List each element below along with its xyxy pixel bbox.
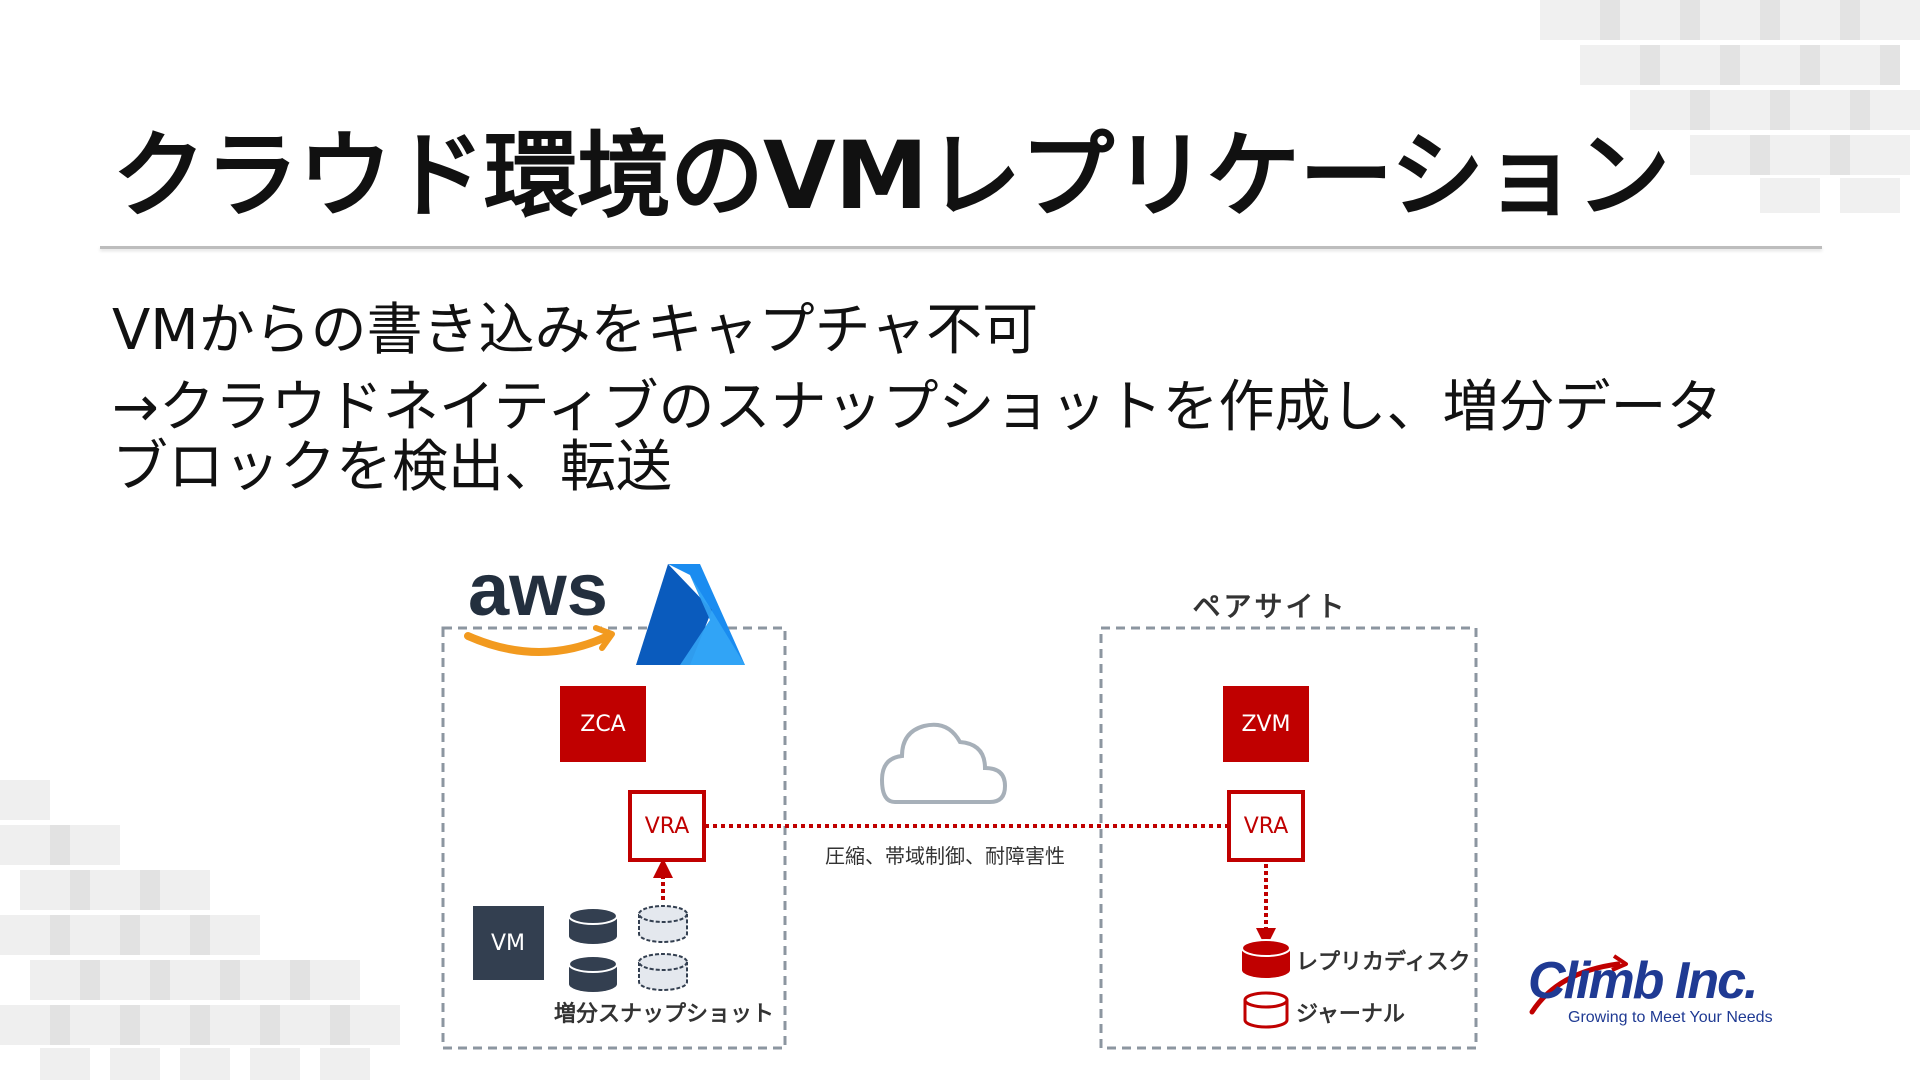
zvm-box xyxy=(1223,686,1309,762)
vm-disk-icon xyxy=(568,907,618,944)
zca-box xyxy=(560,686,646,762)
snapshot-disk-icon xyxy=(638,905,688,943)
body-line-2: →クラウドネイティブのスナップショットを作成し、増分データ xyxy=(112,375,1723,440)
climb-logo-tagline: Growing to Meet Your Needs xyxy=(1568,1009,1773,1026)
replica-disk-icon xyxy=(1241,939,1291,978)
vm-box xyxy=(473,906,544,980)
vra-right-label: VRA xyxy=(1244,814,1289,839)
climb-logo-swoosh-icon xyxy=(1529,961,1621,1015)
decorative-cube-pattern-bottom xyxy=(0,780,400,1080)
cloud-icon xyxy=(879,722,1008,804)
journal-label: ジャーナル xyxy=(1296,1002,1405,1027)
azure-logo-icon xyxy=(636,564,745,665)
vm-label: VM xyxy=(491,931,525,956)
pair-site-box xyxy=(1099,626,1478,1050)
aws-logo-text: aws xyxy=(468,548,608,631)
title-divider xyxy=(100,246,1822,249)
decorative-cube-pattern-top xyxy=(1540,0,1920,213)
pair-site-label: ペアサイト xyxy=(1192,590,1347,623)
vra-right-box xyxy=(1227,790,1305,862)
body-line-1: VMからの書き込みをキャプチャ不可 xyxy=(112,298,1039,363)
vra-left-box xyxy=(628,790,706,862)
climb-logo-text: Climb Inc. xyxy=(1528,952,1756,1010)
body-line-3: ブロックを検出、転送 xyxy=(112,435,672,500)
aws-logo: aws xyxy=(464,548,615,656)
journal-disk-icon xyxy=(1243,991,1289,1029)
vra-left-label: VRA xyxy=(645,814,690,839)
vm-disk-icon xyxy=(568,955,618,992)
aws-smile-icon xyxy=(464,632,612,656)
climb-logo: Climb Inc. Growing to Meet Your Needs xyxy=(1528,952,1773,1026)
replica-disk-label: レプリカディスク xyxy=(1296,949,1470,975)
link-feature-label: 圧縮、帯域制御、耐障害性 xyxy=(825,844,1065,868)
snapshot-label: 増分スナップショット xyxy=(554,1001,774,1027)
source-cloud-box xyxy=(441,626,787,1050)
slide-title: クラウド環境のVMレプリケーション xyxy=(112,122,1670,231)
snapshot-disk-icon xyxy=(638,953,688,991)
zvm-label: ZVM xyxy=(1241,712,1290,737)
zca-label: ZCA xyxy=(580,712,625,737)
